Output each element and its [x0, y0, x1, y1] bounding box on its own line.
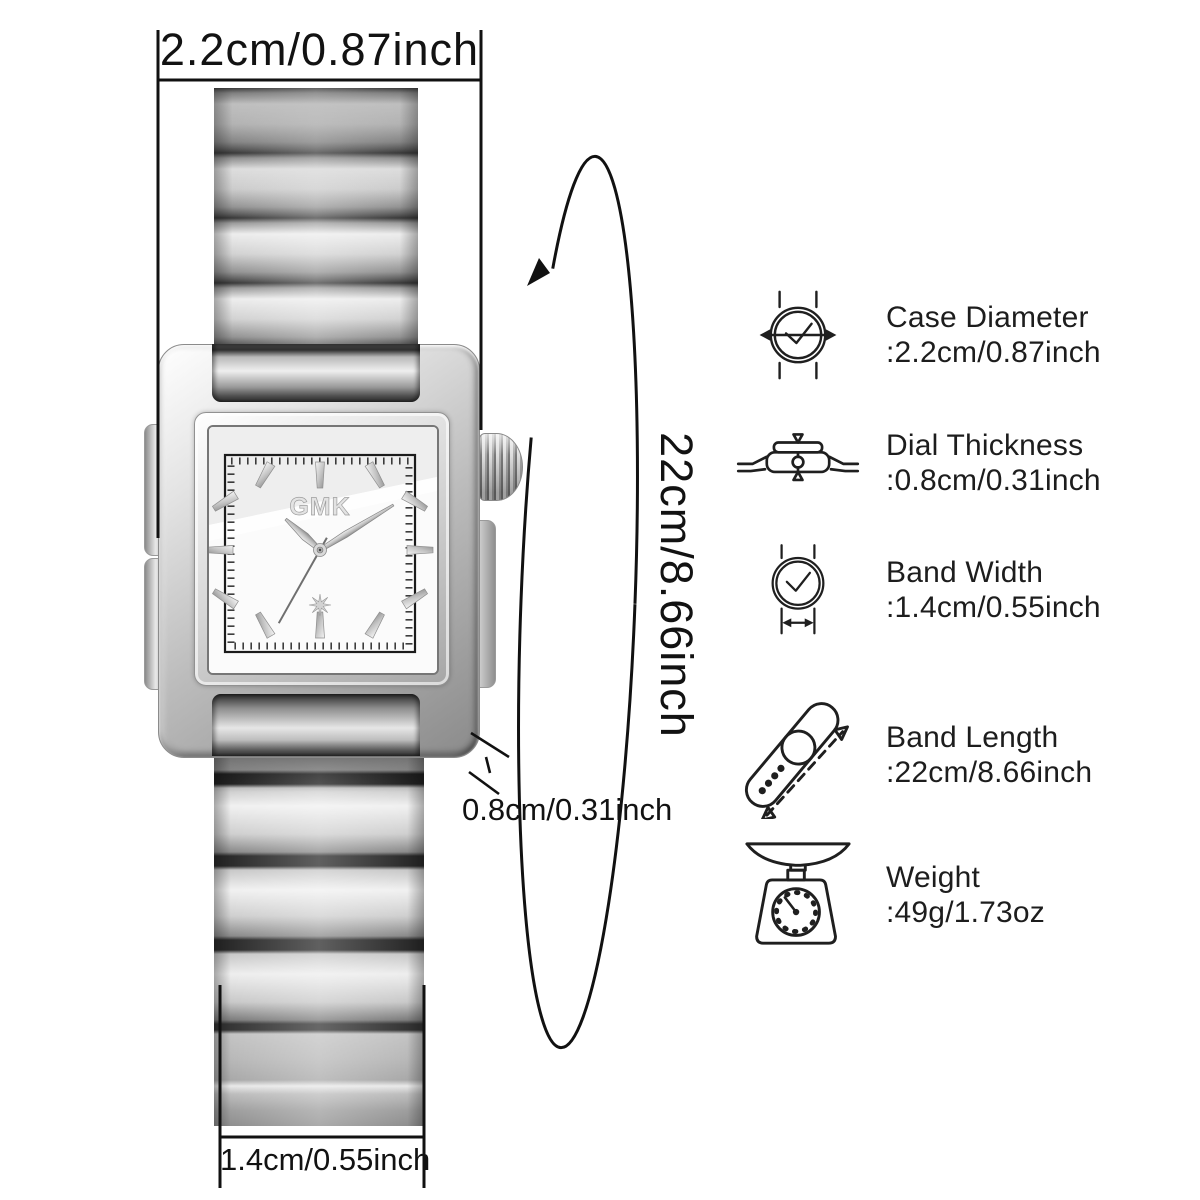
case-bottom-end-link: [212, 694, 420, 756]
case-side-piece-right: [478, 520, 496, 688]
dial-artwork: GMK: [209, 427, 437, 673]
spec-value: :1.4cm/0.55inch: [886, 591, 1101, 624]
spec-label: Case Diameter: [886, 301, 1089, 334]
bracelet-band-top: [214, 88, 418, 346]
watch-side-profile-icon: [728, 430, 868, 496]
band-length-ellipse-arrow: [517, 154, 639, 1050]
spec-value: :0.8cm/0.31inch: [886, 464, 1101, 497]
weight-scale-icon: [728, 840, 868, 950]
watch-case-diameter-icon: [728, 280, 868, 390]
watch-band-length-icon: [728, 691, 868, 819]
spec-value: :49g/1.73oz: [886, 896, 1045, 929]
spec-row-case-diameter: Case Diameter :2.2cm/0.87inch: [728, 275, 1101, 395]
spec-row-dial-thickness: Dial Thickness :0.8cm/0.31inch: [728, 410, 1101, 516]
spec-label: Weight: [886, 861, 981, 894]
spec-row-band-length: Band Length :22cm/8.66inch: [728, 688, 1092, 822]
crown: [479, 433, 523, 501]
bracelet-band-bottom: [214, 758, 424, 1126]
spec-row-band-width: Band Width :1.4cm/0.55inch: [728, 528, 1101, 652]
spec-label: Band Width: [886, 556, 1044, 589]
band-length-label: 22cm/8.66inch: [651, 432, 702, 738]
band-width-label: 1.4cm/0.55inch: [220, 1142, 431, 1177]
case-thickness-label: 0.8cm/0.31inch: [462, 792, 673, 827]
watch-band-width-icon: [728, 537, 868, 643]
dial-logo: GMK: [289, 493, 350, 521]
spec-row-weight: Weight :49g/1.73oz: [728, 828, 1045, 962]
spec-label: Dial Thickness: [886, 429, 1084, 462]
case-width-label: 2.2cm/0.87inch: [159, 24, 480, 75]
spec-label: Band Length: [886, 721, 1059, 754]
spec-value: :22cm/8.66inch: [886, 756, 1093, 789]
spec-value: :2.2cm/0.87inch: [886, 336, 1101, 369]
arrowhead: [527, 258, 550, 286]
case-top-end-link: [212, 344, 420, 402]
watch-hands: [277, 503, 395, 624]
watch-dial: GMK: [207, 425, 439, 675]
dial-star-ornament: [308, 593, 332, 617]
